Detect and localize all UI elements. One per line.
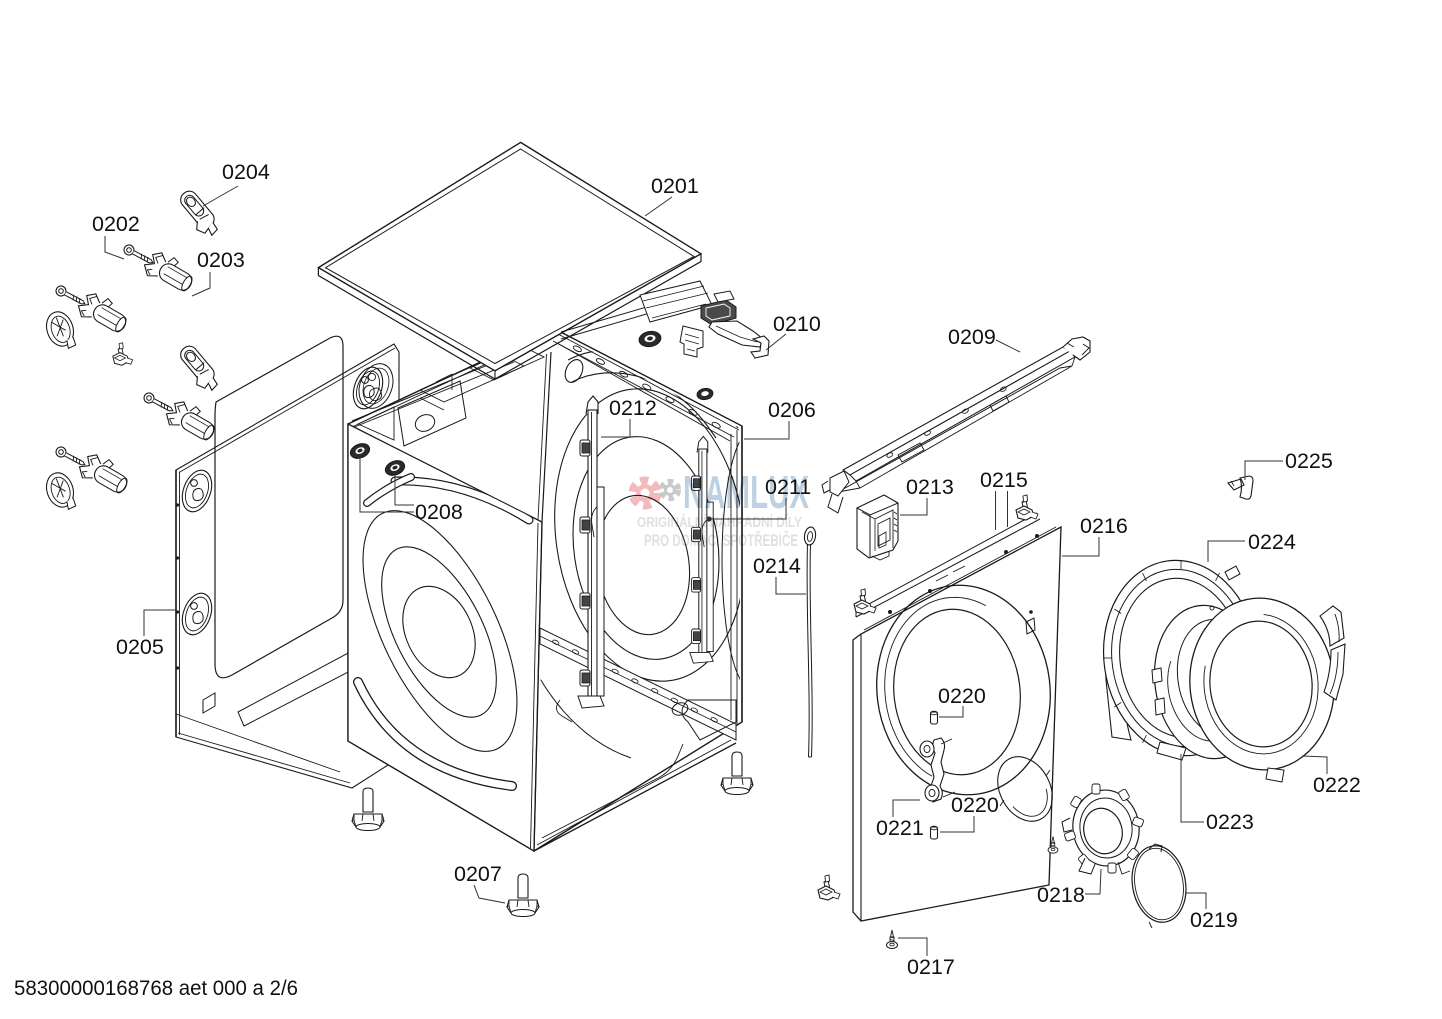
svg-text:0203: 0203 bbox=[197, 248, 245, 272]
svg-text:0214: 0214 bbox=[753, 554, 801, 578]
svg-text:0208: 0208 bbox=[415, 500, 463, 524]
svg-text:0220: 0220 bbox=[951, 793, 999, 817]
svg-text:0207: 0207 bbox=[454, 862, 502, 886]
svg-text:0210: 0210 bbox=[773, 312, 821, 336]
svg-text:PRO DOMÁCÍ SPOTŘEBIČE: PRO DOMÁCÍ SPOTŘEBIČE bbox=[644, 531, 798, 550]
svg-text:0220: 0220 bbox=[938, 684, 986, 708]
svg-text:0219: 0219 bbox=[1190, 908, 1238, 932]
svg-text:0201: 0201 bbox=[651, 174, 699, 198]
svg-text:0206: 0206 bbox=[768, 398, 816, 422]
svg-text:0202: 0202 bbox=[92, 212, 140, 236]
svg-text:0224: 0224 bbox=[1248, 530, 1296, 554]
svg-text:0218: 0218 bbox=[1037, 883, 1085, 907]
svg-text:0222: 0222 bbox=[1313, 773, 1361, 797]
svg-text:0216: 0216 bbox=[1080, 514, 1128, 538]
svg-text:0215: 0215 bbox=[980, 468, 1028, 492]
svg-text:0211: 0211 bbox=[765, 475, 811, 499]
svg-text:0213: 0213 bbox=[906, 475, 954, 499]
svg-text:58300000168768 aet 000 a 2/6: 58300000168768 aet 000 a 2/6 bbox=[14, 976, 298, 1000]
svg-text:NAMLUX: NAMLUX bbox=[683, 466, 809, 518]
svg-text:ORIGINÁLNÍ NÁHRADNÍ DÍLY: ORIGINÁLNÍ NÁHRADNÍ DÍLY bbox=[637, 514, 802, 531]
svg-text:0225: 0225 bbox=[1285, 449, 1333, 473]
svg-text:0212: 0212 bbox=[609, 396, 657, 420]
svg-text:0205: 0205 bbox=[116, 635, 164, 659]
svg-text:0204: 0204 bbox=[222, 160, 270, 184]
svg-text:0209: 0209 bbox=[948, 325, 996, 349]
svg-text:0217: 0217 bbox=[907, 955, 955, 979]
svg-text:0221: 0221 bbox=[876, 816, 924, 840]
svg-text:0223: 0223 bbox=[1206, 810, 1254, 834]
